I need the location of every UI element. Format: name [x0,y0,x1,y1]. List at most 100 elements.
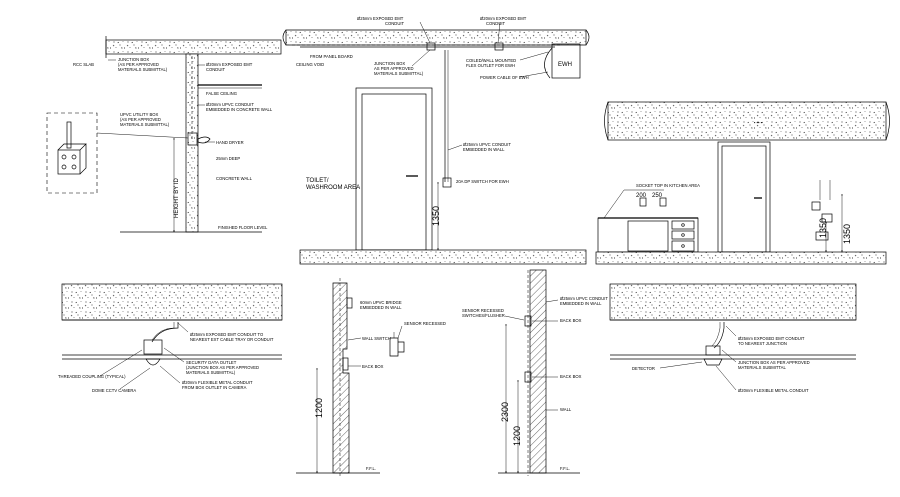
depth-label: 25mm DEEP [216,156,240,161]
door-frame [355,87,433,251]
concrete-wall-label: CONCRETE WALL [216,176,253,181]
back-box-top-label: BACK BOX [560,318,582,323]
rcc-slab [105,39,282,55]
upvc-conduit-label: Ø25mm UPVC CONDUIT [463,142,511,147]
kitchen-door [717,141,771,253]
dim-1350: 1350 [431,206,441,226]
ffl-label-6: F.F.L. [560,466,570,471]
junction-box-label-ewh-2: AS PER APPROVED [374,66,414,71]
rcc-slab-label: RCC SLAB [73,62,94,67]
detail-sensor-flusher: SENSOR RECESSED SWITCHES/FLUSHER Ø25mm U… [462,269,608,476]
back-box-bottom-label: BACK BOX [560,374,582,379]
box-detail-callout [46,112,98,194]
door-leaf [361,93,427,251]
detector-symbol [703,358,723,366]
detail-detector: Ø25mm EXPOSED EMT CONDUIT TO NEAREST JUN… [609,283,857,393]
camera-box [143,339,163,355]
conduit-note-left: Ø25mm EXPOSED EMT [357,16,404,21]
slab-note: ▪ ▪▪ ▪ [754,120,763,125]
detector-slab [609,283,857,321]
ceiling-void-label: CEILING VOID [296,62,324,67]
flexible-label-2: FROM BOX OUTLET IN CAMERA [182,385,247,390]
sensor-flusher-label-2: SWITCHES/FLUSHER [462,313,505,318]
dim-200: 200 [636,193,647,199]
dim-1350-k: 1350 [818,218,828,238]
flexible-label: Ø20mm FLEXIBLE METAL CONDUIT [182,380,253,385]
exposed-conduit-label-2: CONDUIT [206,67,226,72]
hand-dryer-label: HAND DRYER [216,140,244,145]
kitchen-counter [597,217,699,253]
camera-label: DOME CCTV CAMERA [92,388,136,393]
embedded-conduit-label-2: EMBEDDED IN CONCRETE WALL [206,107,273,112]
cctv-conduit-note: Ø25mm EXPOSED EMT CONDUIT TO [190,332,264,337]
dim-2300: 2300 [500,402,510,422]
upvc-box-label: UPVC UTILITY BOX [120,112,159,117]
kitchen-ceiling-slab [607,101,887,141]
upvc-label-6b: EMBEDDED IN WALL [560,301,602,306]
box-detail-body [57,149,81,175]
hand-dryer-symbol [197,136,211,144]
det-jbox-label-2: MATERIALS SUBMITTAL [738,365,786,370]
power-cable-label: POWER CABLE OF EWH [480,75,529,80]
sensor-flusher-label: SENSOR RECESSED [462,308,504,313]
ewh-label: EWH [558,62,572,68]
kitchen-floor [595,251,887,265]
junction-box-label-2: (AS PER APPROVED [118,62,159,67]
coupling-label: THREADED COUPLING (TYPICAL) [58,374,126,379]
room-label: TOILET/ [306,178,329,184]
flex-outlet-label: COILED/WALL MOUNTED [466,58,516,63]
detail-hand-dryer: HEIGHT BY ID RCC SLAB JUNCTION BOX (AS P… [46,36,282,233]
utility-box [187,132,198,146]
upvc-conduit-label-2: EMBEDDED IN WALL [463,147,505,152]
ceiling-slab [285,29,587,46]
ewh-unit [551,43,581,79]
back-box-bottom [524,371,532,383]
cctv-conduit-note-2: NEAREST EXT CABLE TRAY OR CONDUIT [190,337,274,342]
dp-switch-box [442,177,452,188]
from-panel-label: FROM PANEL BOARD [310,54,353,59]
back-box-top [524,315,532,327]
detail-cctv: Ø25mm EXPOSED EMT CONDUIT TO NEAREST EXT… [58,283,283,393]
conduit-note-left-2: CONDUIT [385,21,405,26]
box-label-5: 60mm UPVC BRIDGE [360,300,402,305]
detail-ewh-elevation: EWH 1350 Ø25mm EXPOSED EMT CONDUIT Ø20mm… [282,16,590,265]
det-conduit-label: Ø25mm EXPOSED EMT CONDUIT [738,336,805,341]
det-flexible-label: Ø20mm FLEXIBLE METAL CONDUIT [738,388,809,393]
upvc-box-label-3: MATERIALS SUBMITTAL) [120,122,170,127]
floor-slab [299,249,587,265]
flex-conduit-cctv [151,322,179,343]
upvc-box-label-2: (AS PER APPROVED [120,117,161,122]
sensor-symbol [389,337,405,357]
junction-box-label: JUNCTION BOX [118,57,149,62]
dim-1200-5: 1200 [314,398,324,418]
ffl-label-5: F.F.L. [366,466,376,471]
room-label-2: WASHROOM AREA [306,185,360,191]
height-by-id-label: HEIGHT BY ID [174,178,180,218]
det-jbox-label: JUNCTION BOX AS PER APPROVED [738,360,810,365]
ffl-label: FINISHED FLOOR LEVEL [218,225,268,230]
dim-250: 250 [652,193,663,199]
junction-box-label-ewh: JUNCTION BOX [374,61,405,66]
wall-section-6 [529,269,547,474]
detail-kitchen-elevation: ▪ ▪▪ ▪ 200 250 SOCKET TOP IN KITCHEN ARE… [595,101,890,265]
upvc-label-6: Ø25mm UPVC CONDUIT [560,296,608,301]
data-outlet-label-3: MATERIALS SUBMITTAL) [186,370,236,375]
dome-camera [145,358,161,366]
socket-note: SOCKET TOP IN KITCHEN AREA [636,183,700,188]
data-outlet-label: SECURITY DATA OUTLET [186,360,237,365]
dp-switch-label: 20A DP SWITCH FOR EWH [456,179,509,184]
det-conduit-label-2: TO NEAREST JUNCTION [738,341,787,346]
conduit-note-right: Ø20mm EXPOSED EMT [480,16,527,21]
conduit-note-right-2: CONDUIT [486,21,506,26]
cctv-slab [61,283,283,321]
power-cable [544,47,553,79]
back-box-5 [342,357,349,371]
flex-outlet-label-2: FLEX OUTLET FOR EWH [466,63,515,68]
wall-label-6: WALL [560,407,572,412]
junction-box-label-3: MATERIALS SUBMITTAL) [118,67,168,72]
junction-box-label-ewh-3: MATERIALS SUBMITTAL) [374,71,424,76]
data-outlet-label-2: (JUNCTION BOX AS PER APPROVED [186,365,259,370]
exposed-conduit-label: Ø20mm EXPOSED EMT [206,62,253,67]
detail-wall-switch: 60mm UPVC BRIDGE EMBEDDED IN WALL WALL S… [296,278,446,476]
